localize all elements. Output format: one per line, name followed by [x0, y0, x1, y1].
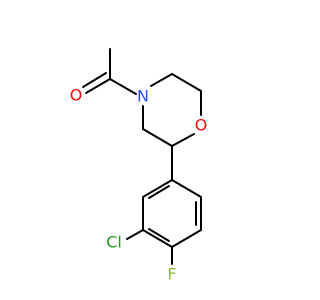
atom-label-nitrogen: N [137, 87, 149, 106]
atom-label-carbonyl-oxygen: O [70, 86, 83, 105]
atom-label-fluorine: F [167, 265, 176, 284]
bond-c3-c2 [171, 73, 202, 92]
bond-n-c3 [150, 73, 173, 87]
bond-ar6-ar1 [142, 179, 173, 198]
bond-o-ring-c6 [171, 133, 195, 147]
bond-ar3-ar4 [171, 229, 202, 248]
bond-aromatic-inner-2 [148, 228, 170, 242]
bond-ar1-ar2 [171, 179, 202, 198]
bond-ar4-ar5 [142, 229, 173, 248]
structure-diagram: O N O Cl F [70, 48, 208, 284]
atom-label-ring-oxygen: O [195, 116, 208, 135]
bond-c6-c5 [142, 128, 173, 147]
bond-carbonyl-o-2 [82, 72, 107, 88]
bond-ar5-cl [126, 229, 144, 240]
atom-label-chlorine: Cl [106, 233, 122, 252]
bond-aromatic-inner-3 [148, 185, 170, 199]
bond-carbonyl-o-1 [85, 78, 111, 94]
bond-carbonyl-n [109, 78, 137, 95]
molecule-canvas: O N O Cl F [69, 48, 208, 284]
